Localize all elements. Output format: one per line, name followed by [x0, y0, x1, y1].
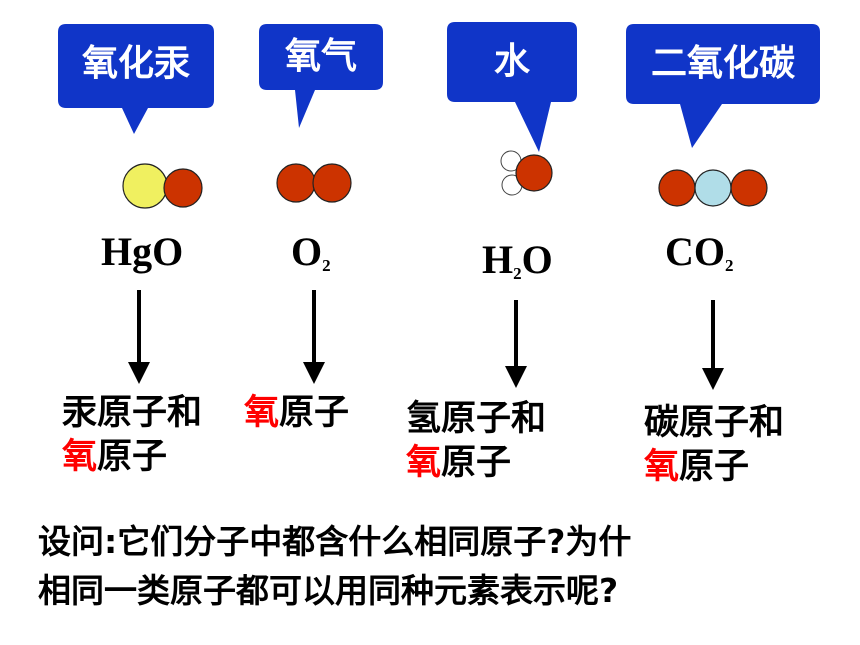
description-line: 氧原子 [62, 436, 202, 480]
formula-text: O [291, 229, 323, 274]
oxygen-atom [276, 163, 316, 203]
oxygen-atom [312, 163, 352, 203]
oxygen-atom [163, 168, 203, 208]
formula-subscript: 2 [725, 256, 734, 275]
callout-label: 水 [493, 41, 530, 82]
description-line: 氧原子 [406, 442, 546, 486]
highlight-text: 氧 [644, 446, 680, 487]
question-text: 设问:它们分子中都含什么相同原子?为什 相同一类原子都可以用同种元素表示呢? [38, 518, 631, 616]
description-mercury-oxide: 汞原子和 氧原子 [62, 392, 202, 480]
description-oxygen: 氧原子 [244, 392, 349, 436]
highlight-text: 氧 [406, 442, 442, 483]
callout-carbon-dioxide: 二氧化碳 [626, 24, 820, 150]
highlight-text: 氧 [244, 393, 280, 433]
description-line: 氧原子 [244, 392, 349, 436]
formula-carbon-dioxide: CO2 [665, 229, 734, 275]
oxygen-atom [730, 169, 768, 207]
formula-subscript: 2 [513, 264, 522, 283]
formula-text: O [521, 237, 553, 282]
down-arrow [505, 300, 527, 388]
description-text: 原子 [679, 446, 750, 487]
description-text: 原子 [441, 442, 512, 483]
mercury-atom [122, 163, 168, 209]
oxygen-atom [515, 154, 553, 192]
description-carbon-dioxide: 碳原子和 氧原子 [644, 402, 784, 490]
description-line: 碳原子和 [644, 403, 785, 443]
description-water: 氢原子和 氧原子 [406, 398, 546, 486]
formula-text: HgO [101, 229, 184, 274]
description-text: 原子 [279, 393, 350, 433]
down-arrow [128, 290, 150, 384]
formula-mercury-oxide: HgO [101, 232, 183, 272]
speech-bubble-shape [447, 22, 577, 152]
speech-bubble-shape [58, 24, 214, 134]
description-line: 氧原子 [644, 446, 784, 490]
oxygen-atom [658, 169, 696, 207]
formula-oxygen: O2 [291, 229, 331, 275]
question-line: 设问:它们分子中都含什么相同原子?为什 [38, 522, 632, 561]
callout-label: 氧化汞 [81, 43, 190, 84]
mercury-oxide-model [122, 163, 203, 209]
callout-oxygen: 氧气 [259, 24, 383, 130]
carbon-dioxide-model [658, 169, 768, 207]
callout-label: 氧气 [284, 36, 357, 77]
formula-water: H2O [482, 237, 553, 283]
callout-mercury-oxide: 氧化汞 [58, 24, 214, 136]
carbon-atom [694, 169, 732, 207]
callout-label: 二氧化碳 [650, 43, 795, 84]
speech-bubble-shape [259, 24, 383, 128]
description-line: 氢原子和 [406, 399, 547, 439]
description-text: 原子 [97, 436, 168, 477]
speech-bubble-shape [626, 24, 820, 148]
water-molecule-model [500, 150, 553, 196]
description-line: 汞原子和 [62, 393, 203, 433]
formula-subscript: 2 [322, 256, 331, 275]
oxygen-molecule-model [276, 163, 352, 203]
down-arrow [702, 300, 724, 390]
down-arrow [303, 290, 325, 384]
highlight-text: 氧 [62, 436, 98, 477]
formula-text: CO [665, 229, 725, 274]
question-line: 相同一类原子都可以用同种元素表示呢? [38, 570, 619, 610]
callout-water: 水 [447, 22, 577, 154]
formula-text: H [482, 237, 514, 282]
